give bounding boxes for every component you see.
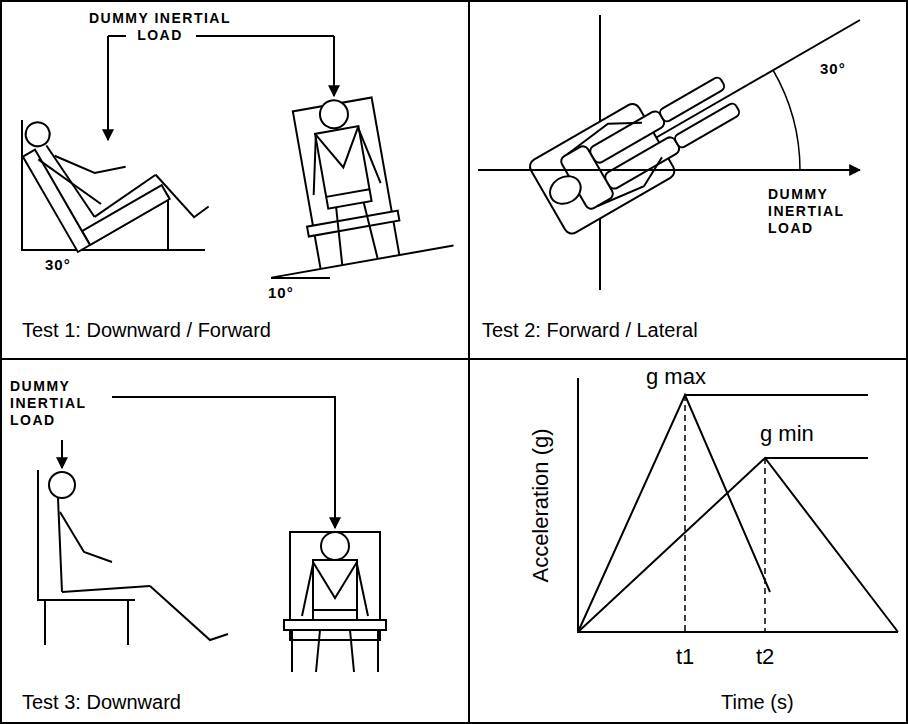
panel-caption: Test 2: Forward / Lateral [482,318,698,342]
axis-label: Acceleration (g) [527,428,552,582]
load-label: DUMMY INERTIAL LOAD [768,186,868,237]
test3-figure [38,397,386,672]
panel-caption: Test 3: Downward [22,690,181,714]
load-label: DUMMY INERTIAL LOAD [65,10,255,44]
test1-figure [11,36,454,278]
time-tick: t1 [676,644,694,669]
test-panel: Test 2: Forward / Lateral [468,0,908,360]
time-tick: t2 [756,644,774,669]
load-label: DUMMY INERTIAL LOAD [10,378,110,429]
acceleration-chart [578,378,898,632]
peak-label: g max [646,364,706,389]
angle-label: 10° [268,284,294,301]
test-panel: Test 3: Downward [0,358,470,724]
panel-caption: Test 1: Downward / Forward [22,318,271,342]
test2-figure [478,15,860,290]
test-panel: Test 1: Downward / Forward [0,0,470,360]
angle-label: 30° [820,60,846,77]
angle-label: 30° [45,256,71,273]
axis-label: Time (s) [721,690,794,714]
peak-label: g min [760,421,814,446]
